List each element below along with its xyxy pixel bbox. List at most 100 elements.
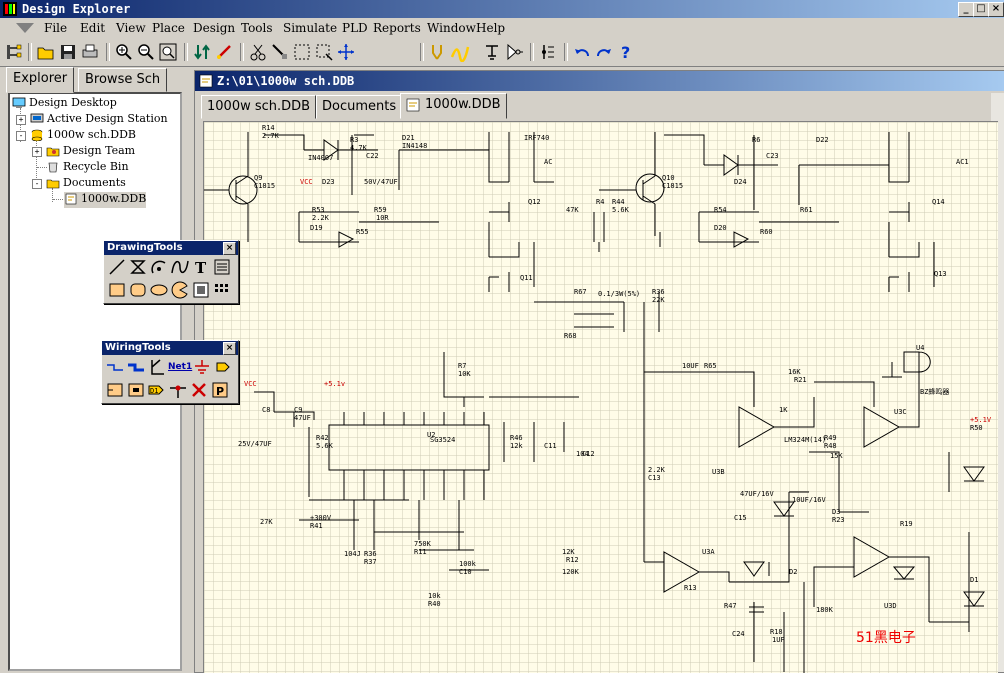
menu-bar: File Edit View Place Design Tools Simula…	[0, 18, 1004, 38]
menu-edit[interactable]: Edit	[80, 21, 106, 35]
minimize-button[interactable]: _	[958, 2, 974, 17]
wiring-tools-titlebar[interactable]: WiringTools×	[102, 341, 238, 355]
tab-explorer[interactable]: Explorer	[6, 67, 75, 93]
deselect-icon[interactable]	[314, 42, 334, 62]
drawing-tools-titlebar[interactable]: DrawingTools×	[104, 241, 238, 255]
ellipse-tool-icon[interactable]	[149, 280, 169, 300]
pie-tool-icon[interactable]	[170, 280, 190, 300]
bus-tool-icon[interactable]	[126, 357, 146, 377]
part-tool-icon[interactable]	[213, 357, 233, 377]
menu-design[interactable]: Design	[193, 21, 236, 35]
select-area-icon[interactable]	[292, 42, 312, 62]
tree-recycle-bin[interactable]: Recycle Bin	[46, 160, 129, 176]
graphic-tool-icon[interactable]	[191, 280, 211, 300]
zoom-fit-icon[interactable]	[158, 42, 178, 62]
cut-icon[interactable]	[248, 42, 268, 62]
undo-icon[interactable]	[572, 42, 592, 62]
junction-tool-icon[interactable]	[168, 380, 188, 400]
menu-tools[interactable]: Tools	[241, 21, 273, 35]
svg-text:T: T	[195, 259, 207, 277]
digital-objects-icon[interactable]	[504, 42, 524, 62]
expand-toggle[interactable]: +	[32, 147, 42, 157]
doc-tab-1000w-ddb[interactable]: 1000w.DDB	[400, 93, 507, 119]
pcb-layout-directive-icon[interactable]: P	[210, 380, 230, 400]
port-tool-icon[interactable]: D1	[147, 380, 167, 400]
line-tool-icon[interactable]	[107, 257, 127, 277]
paste-icon[interactable]	[270, 42, 290, 62]
print-icon[interactable]	[80, 42, 100, 62]
rounded-rect-tool-icon[interactable]	[128, 280, 148, 300]
menu-place[interactable]: Place	[152, 21, 185, 35]
tree-label: Documents	[63, 176, 126, 189]
close-icon[interactable]: ×	[223, 242, 236, 255]
array-tool-icon[interactable]	[212, 280, 232, 300]
net-label-tool[interactable]: Net1	[168, 362, 193, 372]
collapse-toggle[interactable]: -	[16, 131, 26, 141]
component-label: C22	[366, 152, 379, 160]
drawing-tools-palette[interactable]: DrawingTools× T	[103, 240, 239, 304]
save-icon[interactable]	[58, 42, 78, 62]
tree-active-design-station[interactable]: Active Design Station	[30, 112, 168, 128]
hierarchy-up-down-icon[interactable]	[192, 42, 212, 62]
tree-db[interactable]: 1000w sch.DDB	[30, 128, 136, 144]
component-label: D20	[714, 224, 727, 232]
move-icon[interactable]	[336, 42, 356, 62]
polygon-tool-icon[interactable]	[128, 257, 148, 277]
no-erc-tool-icon[interactable]	[189, 380, 209, 400]
wiring-tools-palette[interactable]: WiringTools× Net1 D1 P	[101, 340, 239, 404]
component-label: D23	[322, 178, 335, 186]
document-titlebar[interactable]: Z:\01\1000w sch.DDB	[195, 71, 1004, 91]
menu-window[interactable]: Window	[427, 21, 476, 35]
watermark-text: 51黑电子	[856, 630, 916, 646]
open-folder-icon[interactable]	[36, 42, 56, 62]
drawing-tools-icon[interactable]	[450, 42, 470, 62]
wire-tool-icon[interactable]	[105, 357, 125, 377]
collapse-toggle[interactable]: -	[32, 179, 42, 189]
design-manager-icon[interactable]	[4, 42, 24, 62]
wiring-tools-icon[interactable]	[428, 42, 448, 62]
zoom-out-icon[interactable]	[136, 42, 156, 62]
menu-reports[interactable]: Reports	[373, 21, 421, 35]
tab-browse-sch[interactable]: Browse Sch	[78, 68, 168, 92]
arc-tool-icon[interactable]	[149, 257, 169, 277]
cross-probe-icon[interactable]	[214, 42, 234, 62]
help-question-icon[interactable]: ?	[616, 42, 636, 62]
app-titlebar[interactable]: Design Explorer _ □ ×	[0, 0, 1004, 18]
close-button[interactable]: ×	[988, 2, 1004, 17]
bus-entry-tool-icon[interactable]	[147, 357, 167, 377]
tree-design-team[interactable]: Design Team	[46, 144, 135, 160]
component-label: R41	[310, 522, 323, 530]
power-objects-icon[interactable]	[482, 42, 502, 62]
tree-file-selected[interactable]: 1000w.DDB	[64, 192, 147, 208]
menu-pld[interactable]: PLD	[342, 21, 368, 35]
text-tool-icon[interactable]: T	[191, 257, 211, 277]
power-port-tool-icon[interactable]	[192, 357, 212, 377]
redo-icon[interactable]	[594, 42, 614, 62]
folder-icon	[46, 179, 60, 189]
menu-simulate[interactable]: Simulate	[283, 21, 338, 35]
component-label: 4.7K	[350, 144, 368, 152]
sheet-entry-tool-icon[interactable]	[126, 380, 146, 400]
menu-file[interactable]: File	[44, 21, 68, 35]
doc-tab-documents[interactable]: Documents	[316, 95, 403, 119]
close-icon[interactable]: ×	[223, 342, 236, 355]
zoom-in-icon[interactable]	[114, 42, 134, 62]
tree-design-desktop[interactable]: Design Desktop	[12, 96, 117, 112]
component-label: D3	[832, 508, 840, 516]
computer-icon	[30, 113, 44, 123]
rectangle-tool-icon[interactable]	[107, 280, 127, 300]
doc-tab-sch-ddb[interactable]: 1000w sch.DDB	[201, 95, 317, 119]
expand-toggle[interactable]: +	[16, 115, 26, 125]
sheet-symbol-tool-icon[interactable]	[105, 380, 125, 400]
component-label: C15	[734, 514, 747, 522]
maximize-button[interactable]: □	[973, 2, 989, 17]
component-label: 5.6K	[316, 442, 334, 450]
tree-documents[interactable]: Documents	[46, 176, 126, 192]
menu-view[interactable]: View	[116, 21, 146, 35]
simulation-sources-icon[interactable]	[538, 42, 558, 62]
recycle-bin-icon	[48, 162, 58, 173]
menu-help[interactable]: Help	[476, 21, 506, 35]
bezier-tool-icon[interactable]	[170, 257, 190, 277]
text-frame-tool-icon[interactable]	[212, 257, 232, 277]
